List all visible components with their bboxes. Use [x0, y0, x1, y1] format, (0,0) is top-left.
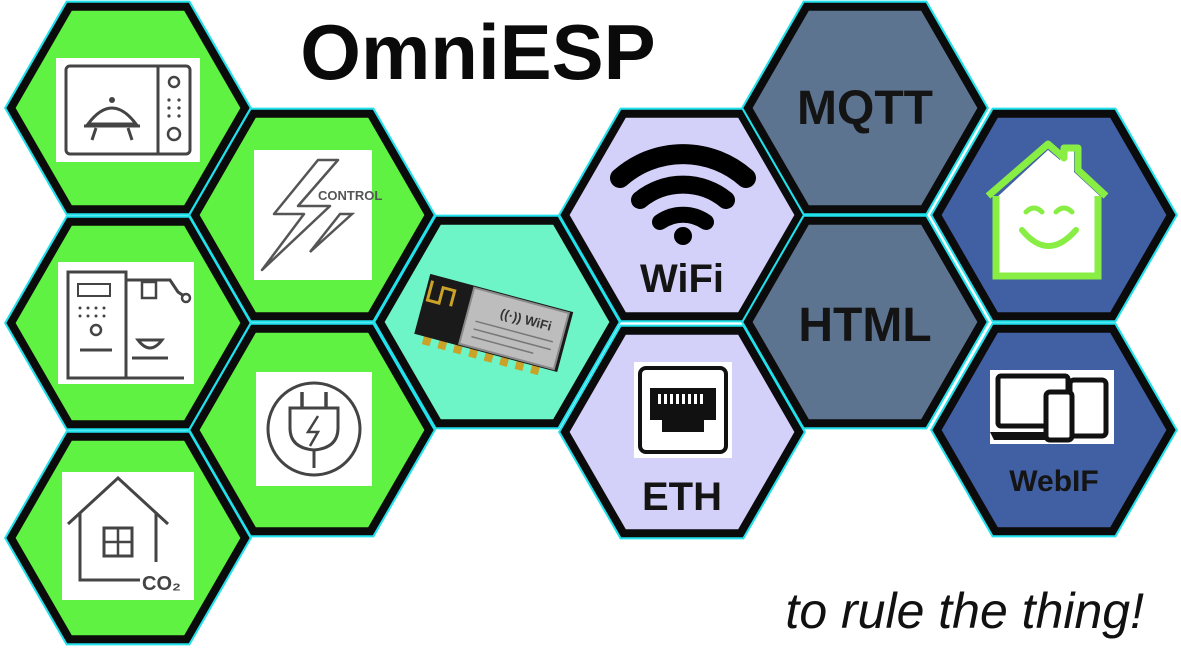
hex-mqtt: [741, 0, 989, 216]
devices-icon: [990, 370, 1114, 444]
plug-icon: [256, 372, 372, 486]
mqtt-label: MQTT: [797, 82, 933, 135]
smart-home-icon: [985, 140, 1109, 280]
ethernet-icon: [634, 362, 732, 458]
house-co2-icon: CO₂: [62, 472, 194, 600]
control-lightning-icon: CONTROL: [254, 150, 382, 280]
coffee-machine-icon: [58, 262, 194, 384]
tagline: to rule the thing!: [785, 583, 1144, 639]
eth-label: ETH: [642, 475, 722, 519]
html-label: HTML: [798, 299, 931, 352]
page-title: OmniESP: [300, 8, 655, 96]
hex-mqtt-fill: [743, 2, 987, 214]
esp-chip-icon: ((·)) WiFi: [414, 273, 574, 376]
hex-html-fill: [743, 216, 987, 428]
microwave-icon: [56, 58, 200, 162]
wifi-icon: [610, 144, 756, 245]
control-text: CONTROL: [318, 188, 382, 203]
co2-text: CO₂: [142, 573, 181, 595]
webif-label: WebIF: [1009, 465, 1098, 498]
hex-html: [741, 214, 989, 430]
wifi-label: WiFi: [640, 257, 724, 301]
